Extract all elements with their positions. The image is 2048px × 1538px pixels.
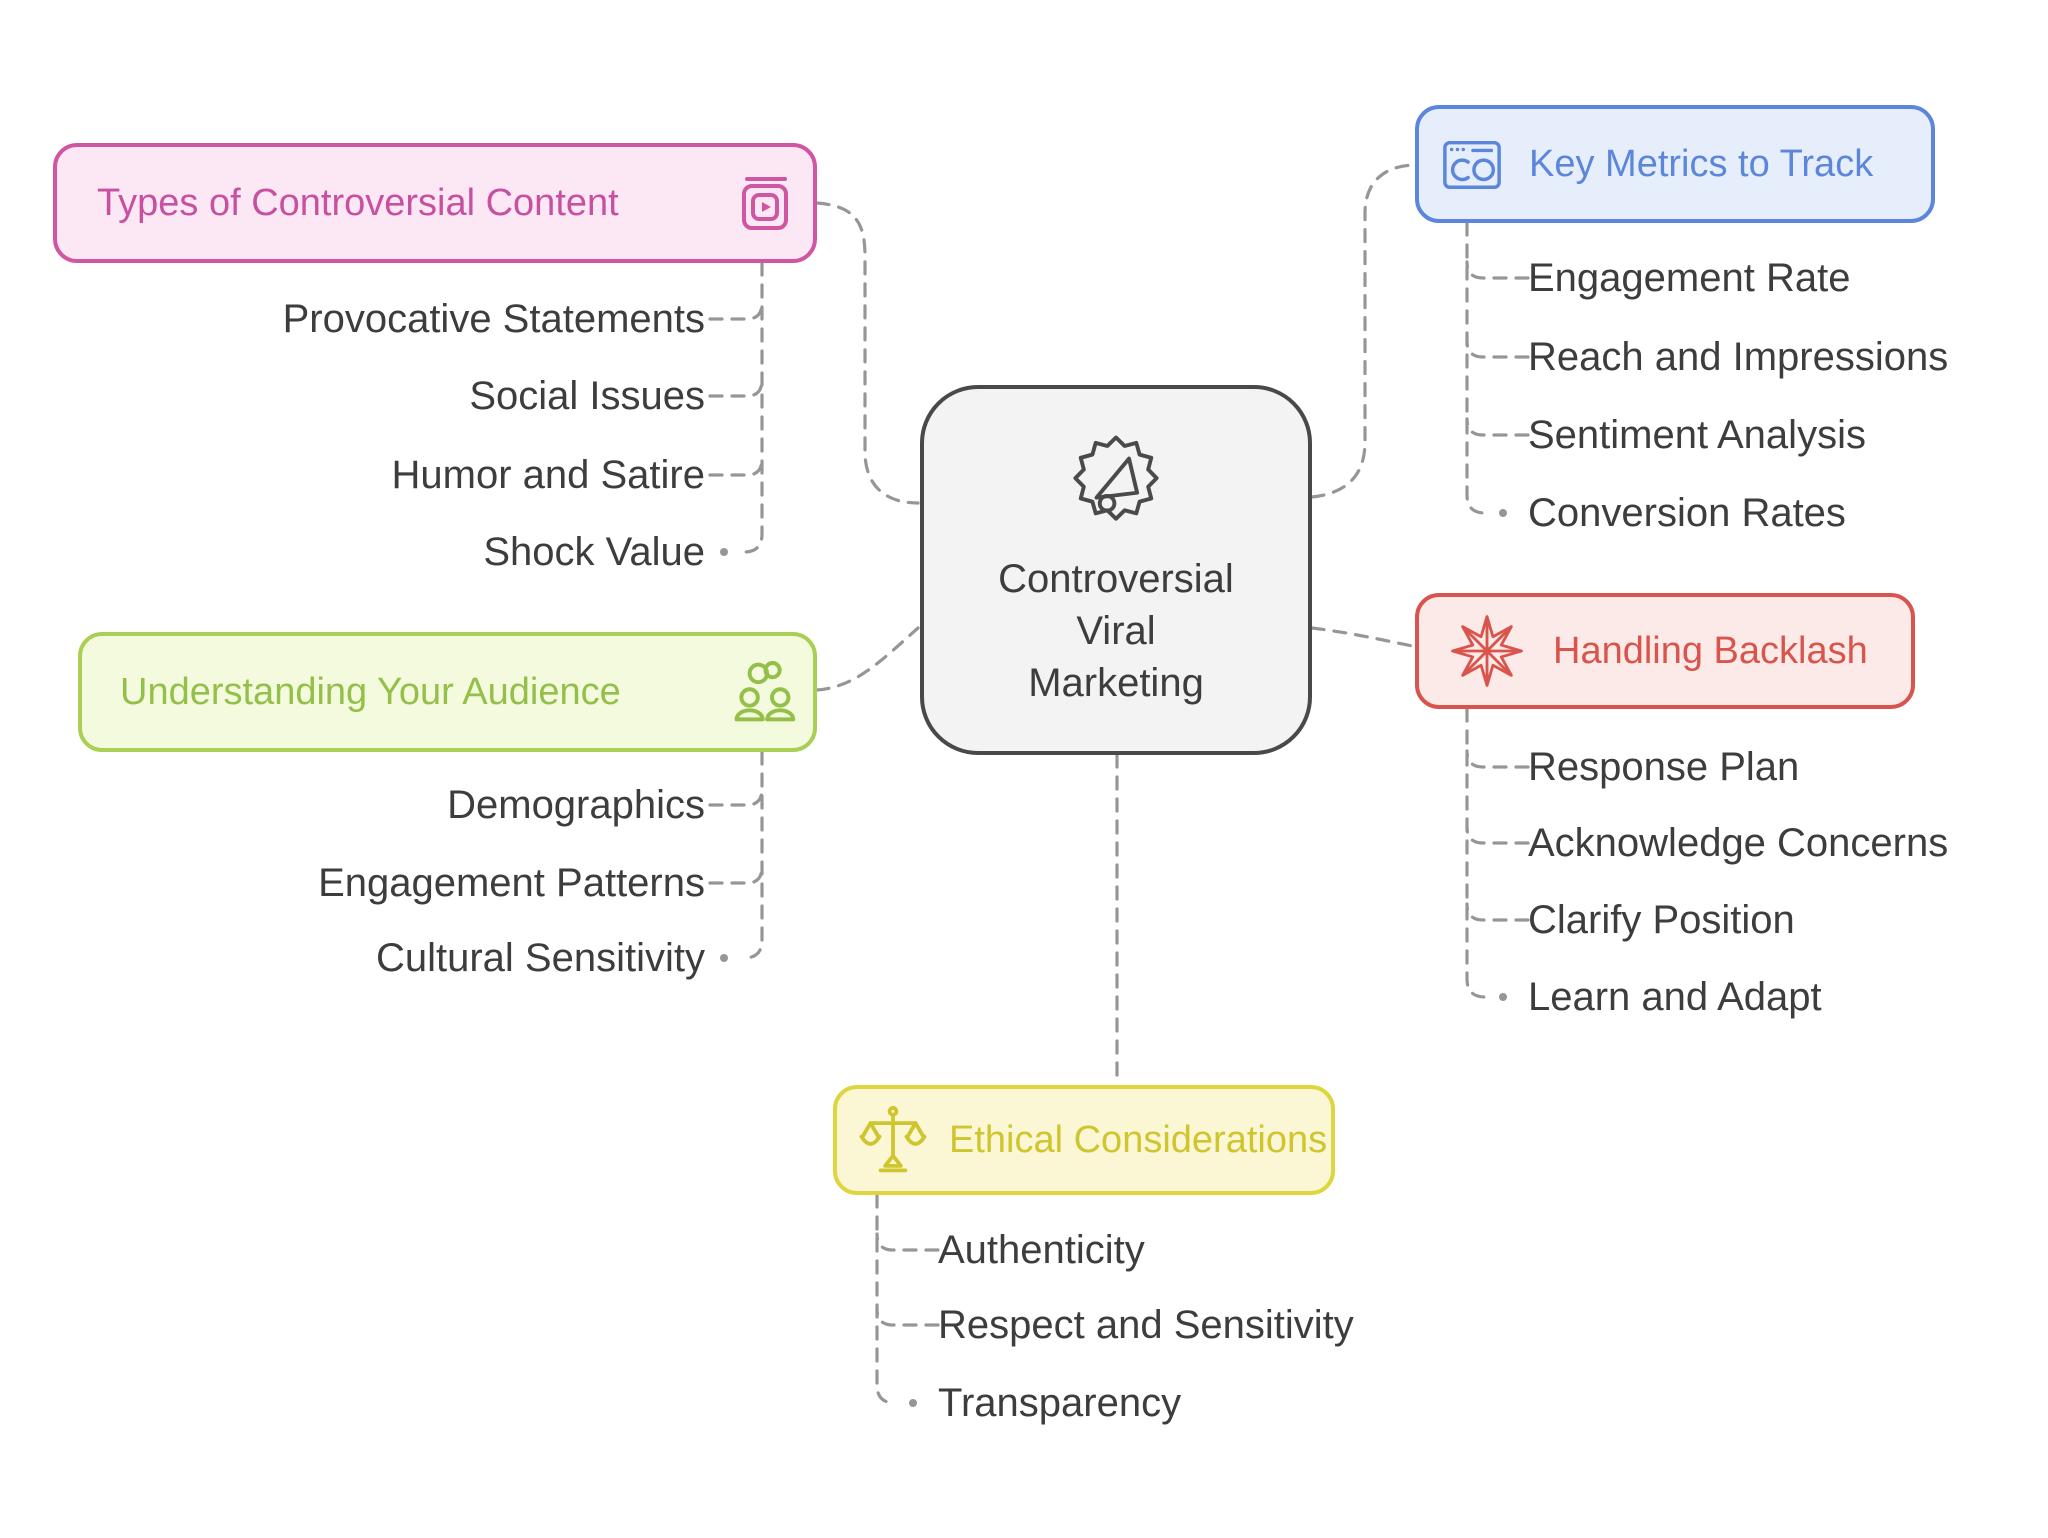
- branch-backlash-label: Handling Backlash: [1553, 630, 1868, 672]
- item-authenticity: Authenticity: [938, 1228, 1145, 1272]
- branch-ethics-label: Ethical Considerations: [949, 1119, 1328, 1161]
- item-respect-and-sensitivity: Respect and Sensitivity: [938, 1303, 1354, 1347]
- branch-audience-box: Understanding Your Audience: [78, 632, 817, 752]
- item-learn-and-adapt: Learn and Adapt: [1528, 975, 1822, 1019]
- item-transparency: Transparency: [938, 1381, 1182, 1425]
- branch-backlash-box: Handling Backlash: [1415, 593, 1915, 709]
- item-engagement-patterns: Engagement Patterns: [318, 861, 705, 905]
- center-label: Controversial Viral Marketing: [998, 553, 1234, 709]
- item-conversion-rates: Conversion Rates: [1528, 491, 1846, 535]
- branch-types-label: Types of Controversial Content: [97, 182, 619, 224]
- center-node: Controversial Viral Marketing: [920, 385, 1312, 755]
- balance-scale-icon: [859, 1106, 927, 1173]
- branch-audience-label: Understanding Your Audience: [120, 671, 621, 713]
- spine-backlash: [1465, 707, 1487, 999]
- video-content-icon: [742, 177, 788, 230]
- item-engagement-rate: Engagement Rate: [1528, 256, 1851, 300]
- branch-ethics-box: Ethical Considerations: [833, 1085, 1335, 1195]
- edge-center-to-backlash: [1310, 626, 1419, 649]
- spine-types: [742, 261, 764, 554]
- edge-audience-to-center: [815, 626, 920, 692]
- center-label-line3: Marketing: [1028, 661, 1204, 705]
- megaphone-burst-icon: [1073, 435, 1159, 521]
- item-provocative-statements: Provocative Statements: [282, 297, 705, 341]
- edge-types-to-center: [815, 201, 920, 505]
- center-label-line2: Viral: [1076, 609, 1156, 653]
- item-social-issues: Social Issues: [469, 374, 705, 418]
- branch-metrics-box: Key Metrics to Track: [1415, 105, 1935, 223]
- edge-center-to-metrics: [1310, 163, 1419, 499]
- spine-ethics: [875, 1193, 897, 1405]
- item-demographics: Demographics: [447, 783, 705, 827]
- branch-metrics-label: Key Metrics to Track: [1529, 143, 1874, 185]
- item-clarify-position: Clarify Position: [1528, 898, 1795, 942]
- ornament-star-icon: [1451, 615, 1523, 687]
- item-shock-value: Shock Value: [483, 530, 705, 574]
- item-sentiment-analysis: Sentiment Analysis: [1528, 413, 1866, 457]
- item-response-plan: Response Plan: [1528, 745, 1800, 789]
- spine-metrics: [1465, 221, 1487, 515]
- item-reach-and-impressions: Reach and Impressions: [1528, 335, 1949, 379]
- spine-audience: [742, 750, 764, 960]
- item-acknowledge-concerns: Acknowledge Concerns: [1528, 821, 1949, 865]
- branch-types-box: Types of Controversial Content: [53, 143, 817, 263]
- analytics-window-icon: [1443, 140, 1501, 189]
- item-cultural-sensitivity: Cultural Sensitivity: [375, 936, 705, 980]
- item-humor-and-satire: Humor and Satire: [391, 453, 705, 497]
- center-label-line1: Controversial: [998, 557, 1234, 601]
- audience-group-icon: [734, 661, 796, 722]
